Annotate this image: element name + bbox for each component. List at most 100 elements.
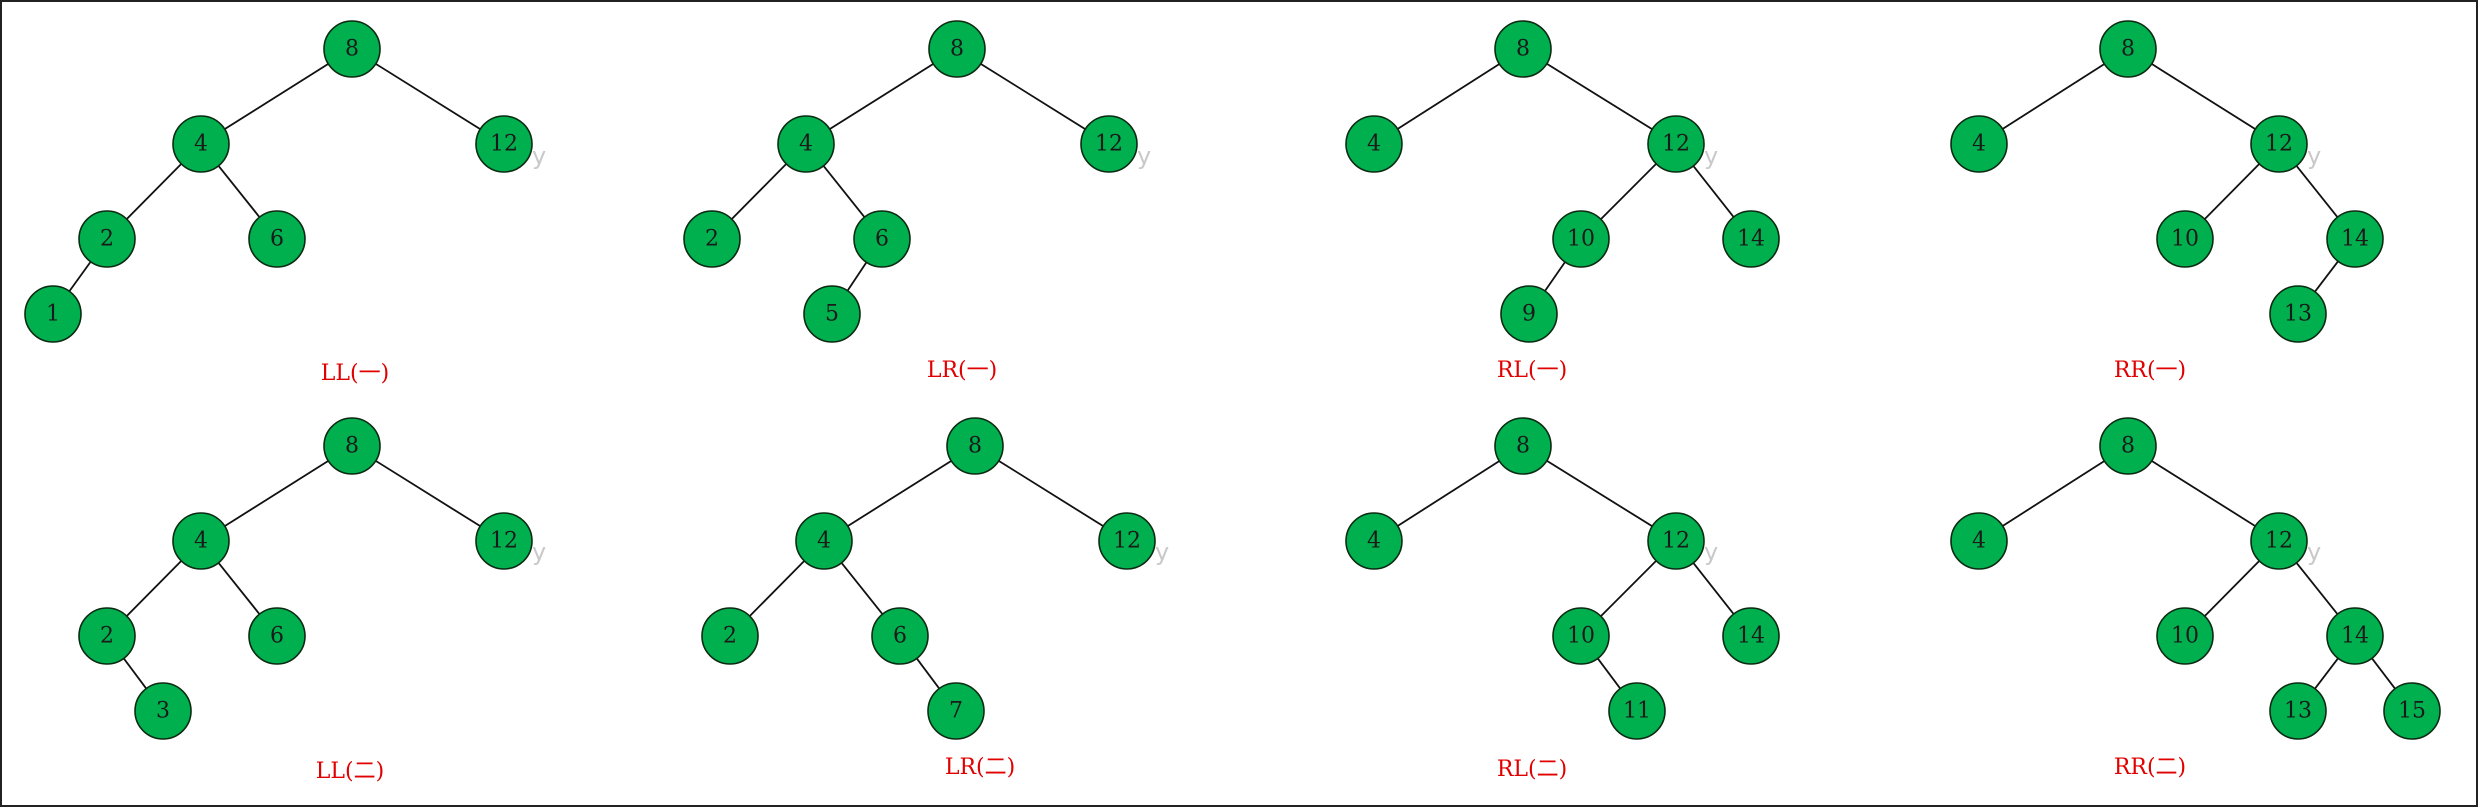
node-label: 14 <box>2341 227 2369 252</box>
tree-edge <box>1546 460 1653 527</box>
node-label: 12 <box>2265 132 2293 157</box>
tree-node: 2 <box>78 607 136 665</box>
node-circle <box>323 20 381 78</box>
watermark-text: y <box>532 142 546 170</box>
node-label: 3 <box>156 699 170 724</box>
watermark-text: y <box>1137 142 1151 170</box>
node-circle <box>1345 512 1403 570</box>
node-label: 12 <box>1095 132 1123 157</box>
tree-node: 4 <box>1345 115 1403 173</box>
watermark-text: y <box>2307 538 2321 566</box>
node-circle <box>1552 607 1610 665</box>
node-label: 4 <box>799 132 813 157</box>
node-circle <box>1722 607 1780 665</box>
tree-edge <box>916 657 940 690</box>
tree-edge <box>749 560 805 617</box>
node-label: 14 <box>2341 624 2369 649</box>
tree-edge <box>1397 63 1500 130</box>
tree-edge <box>2002 63 2105 130</box>
tree-edge <box>1692 165 1735 218</box>
tree-node: 8 <box>323 417 381 475</box>
node-circle <box>803 285 861 343</box>
node-circle <box>1647 115 1705 173</box>
diagram-caption: LR(一) <box>927 358 997 383</box>
node-circle <box>1098 512 1156 570</box>
tree-node: 12 <box>2250 115 2308 173</box>
tree-node: 12 <box>1098 512 1156 570</box>
tree-edge <box>217 165 261 218</box>
node-circle <box>2269 682 2327 740</box>
node-circle <box>1080 115 1138 173</box>
node-label: 2 <box>723 624 737 649</box>
node-circle <box>1494 417 1552 475</box>
diagram-caption: RR(一) <box>2114 358 2186 383</box>
node-label: 12 <box>490 529 518 554</box>
tree-node: 13 <box>2269 285 2327 343</box>
node-circle <box>78 210 136 268</box>
tree-node: 5 <box>803 285 861 343</box>
tree-node: 8 <box>323 20 381 78</box>
tree-node: 6 <box>248 607 306 665</box>
node-circle <box>24 285 82 343</box>
tree-edge <box>2151 63 2256 130</box>
tree-node: 6 <box>853 210 911 268</box>
tree-node: 4 <box>1950 512 2008 570</box>
node-label: 8 <box>345 37 359 62</box>
tree-node: 3 <box>134 682 192 740</box>
tree-edge <box>980 63 1086 130</box>
tree-edge <box>1397 460 1500 527</box>
tree-node: 15 <box>2383 682 2441 740</box>
node-circle <box>323 417 381 475</box>
node-circle <box>2099 417 2157 475</box>
tree-node: 8 <box>1494 417 1552 475</box>
tree-edge <box>2314 260 2339 293</box>
node-label: 12 <box>1662 132 1690 157</box>
tree-edge <box>840 562 884 615</box>
watermark-text: y <box>2307 142 2321 170</box>
tree-node: 8 <box>1494 20 1552 78</box>
diagram-caption: LR(二) <box>945 755 1015 780</box>
tree-node: 14 <box>1722 607 1780 665</box>
tree-edge <box>1546 63 1653 130</box>
node-circle <box>2099 20 2157 78</box>
tree-node: 13 <box>2269 682 2327 740</box>
node-label: 4 <box>194 529 208 554</box>
tree-node: 8 <box>2099 417 2157 475</box>
watermark-text: y <box>532 538 546 566</box>
node-label: 15 <box>2398 699 2426 724</box>
tree-edge <box>217 562 261 615</box>
tree-node: 8 <box>946 417 1004 475</box>
node-circle <box>683 210 741 268</box>
node-label: 13 <box>2284 699 2312 724</box>
node-circle <box>1950 115 2008 173</box>
tree-node: 12 <box>475 115 533 173</box>
node-label: 8 <box>968 434 982 459</box>
node-circle <box>2250 115 2308 173</box>
node-label: 14 <box>1737 624 1765 649</box>
tree-node: 10 <box>2156 210 2214 268</box>
tree-node: 4 <box>172 512 230 570</box>
tree-edge <box>829 63 934 130</box>
node-label: 13 <box>2284 302 2312 327</box>
node-circle <box>927 682 985 740</box>
node-label: 8 <box>1516 37 1530 62</box>
node-circle <box>1500 285 1558 343</box>
node-label: 6 <box>270 624 284 649</box>
tree-node: 12 <box>1647 115 1705 173</box>
tree-node: 12 <box>1647 512 1705 570</box>
node-circle <box>1345 115 1403 173</box>
tree-node: 14 <box>2326 607 2384 665</box>
diagram-caption: RR(二) <box>2114 755 2186 780</box>
watermark-text: y <box>1704 142 1718 170</box>
node-circle <box>172 115 230 173</box>
tree-edge <box>2204 163 2260 220</box>
node-label: 4 <box>817 529 831 554</box>
tree-edge <box>375 460 481 527</box>
tree-edge <box>2371 657 2396 690</box>
node-circle <box>928 20 986 78</box>
node-circle <box>701 607 759 665</box>
